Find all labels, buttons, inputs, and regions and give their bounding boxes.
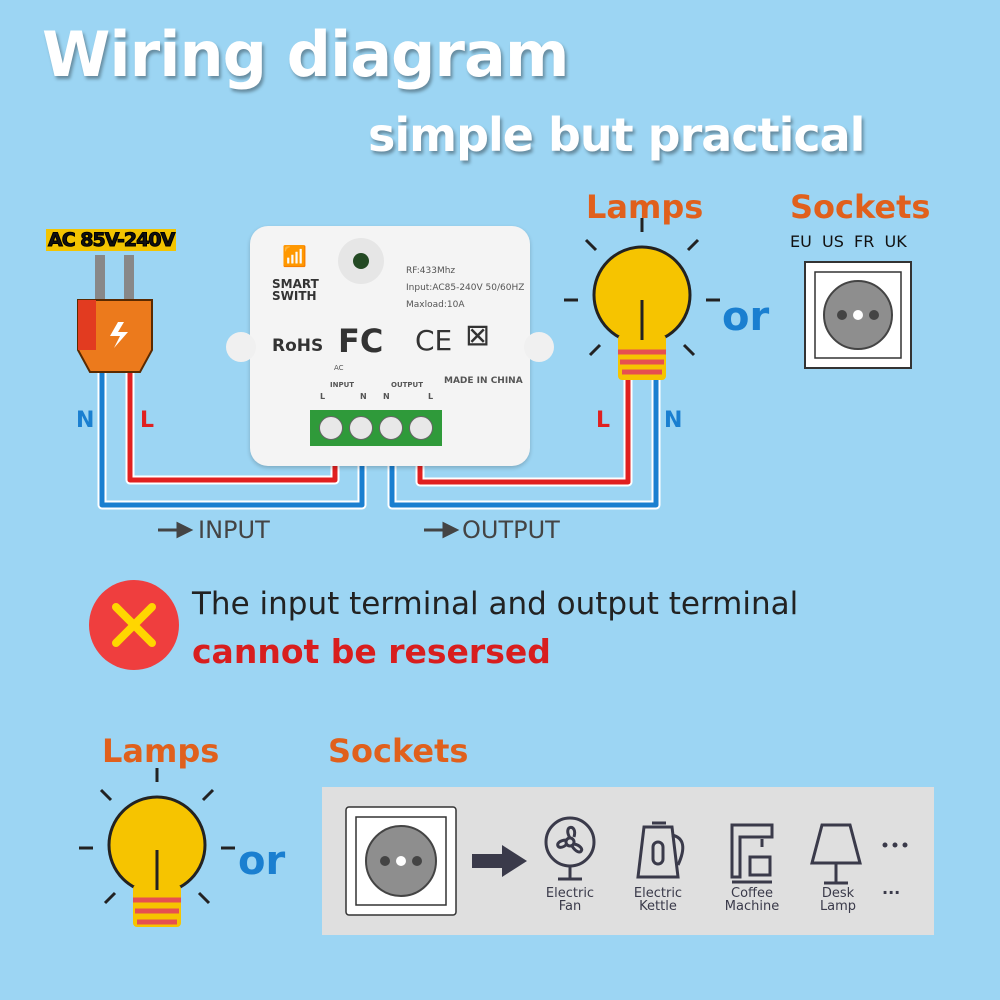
plug-l-label: L [140, 408, 155, 433]
desk-lamp-icon [810, 823, 862, 885]
terminal-l1: L [320, 392, 326, 401]
made-in-label: MADE IN CHINA [444, 376, 523, 386]
output-neutral-wire [389, 380, 659, 508]
more-appliances: ... [882, 879, 901, 898]
more-icon [882, 842, 908, 848]
lamp-n-label: N [664, 408, 683, 433]
kettle-icon [636, 821, 685, 879]
mount-tab-right [524, 332, 554, 362]
warning-line1: The input terminal and output terminal [192, 586, 799, 622]
mount-tab-left [226, 332, 256, 362]
terminal-n2: N [383, 392, 390, 401]
arrow-icon-input [158, 521, 194, 539]
terminal-screw[interactable] [409, 416, 433, 440]
input-flow-label: INPUT [198, 516, 270, 544]
fan-icon [544, 816, 596, 881]
maxload-spec: Maxload:10A [406, 300, 465, 310]
plug-n-label: N [76, 408, 95, 433]
page-title: Wiring diagram [42, 18, 569, 91]
voltage-label: AC 85V-240V [46, 229, 177, 252]
terminal-screw[interactable] [349, 416, 373, 440]
socket-icon-top [804, 261, 912, 369]
terminal-block [310, 410, 442, 446]
input-spec: Input:AC85-240V 50/60HZ [406, 283, 525, 293]
sockets-heading-bottom: Sockets [328, 732, 469, 770]
wifi-icon: 📶 [282, 244, 307, 268]
warning-line2: cannot be resersed [192, 632, 551, 671]
or-label-top: or [722, 294, 770, 340]
output-flow-label: OUTPUT [462, 516, 560, 544]
input-terminal-label: INPUT [330, 381, 355, 389]
terminal-screw[interactable] [379, 416, 403, 440]
fcc-mark: FC [338, 322, 384, 360]
terminal-l2: L [428, 392, 434, 401]
terminal-screw[interactable] [319, 416, 343, 440]
lamp-l-label: L [596, 408, 611, 433]
or-label-bottom: or [238, 838, 286, 884]
pair-button[interactable] [338, 238, 384, 284]
ce-mark: CE [415, 324, 453, 357]
weee-icon: ⊠ [465, 318, 491, 353]
output-terminal-label: OUTPUT [391, 381, 423, 389]
arrow-right-icon [472, 845, 527, 877]
brand-line1: SMART [272, 277, 319, 291]
terminal-n1: N [360, 392, 367, 401]
socket-icon-bottom [345, 806, 457, 916]
ac-label: AC [334, 364, 344, 372]
lamp-icon-top [564, 218, 720, 380]
page-subtitle: simple but practical [368, 108, 865, 162]
smart-switch-device: 📶 SMART SWITH RF:433Mhz Input:AC85-240V … [226, 226, 554, 466]
lamp-icon-bottom [79, 768, 235, 927]
input-neutral-wire [99, 370, 365, 508]
error-x-icon [89, 580, 179, 670]
brand-line2: SWITH [272, 289, 317, 303]
socket-types: EU US FR UK [790, 232, 907, 251]
plug-icon [77, 255, 153, 373]
sockets-heading-top: Sockets [790, 188, 931, 226]
rohs-mark: RoHS [272, 336, 324, 356]
coffee-machine-icon [730, 823, 774, 884]
lamps-heading-top: Lamps [586, 188, 704, 226]
lamps-heading-bottom: Lamps [102, 732, 220, 770]
rf-spec: RF:433Mhz [406, 266, 456, 276]
arrow-icon-output [424, 521, 460, 539]
